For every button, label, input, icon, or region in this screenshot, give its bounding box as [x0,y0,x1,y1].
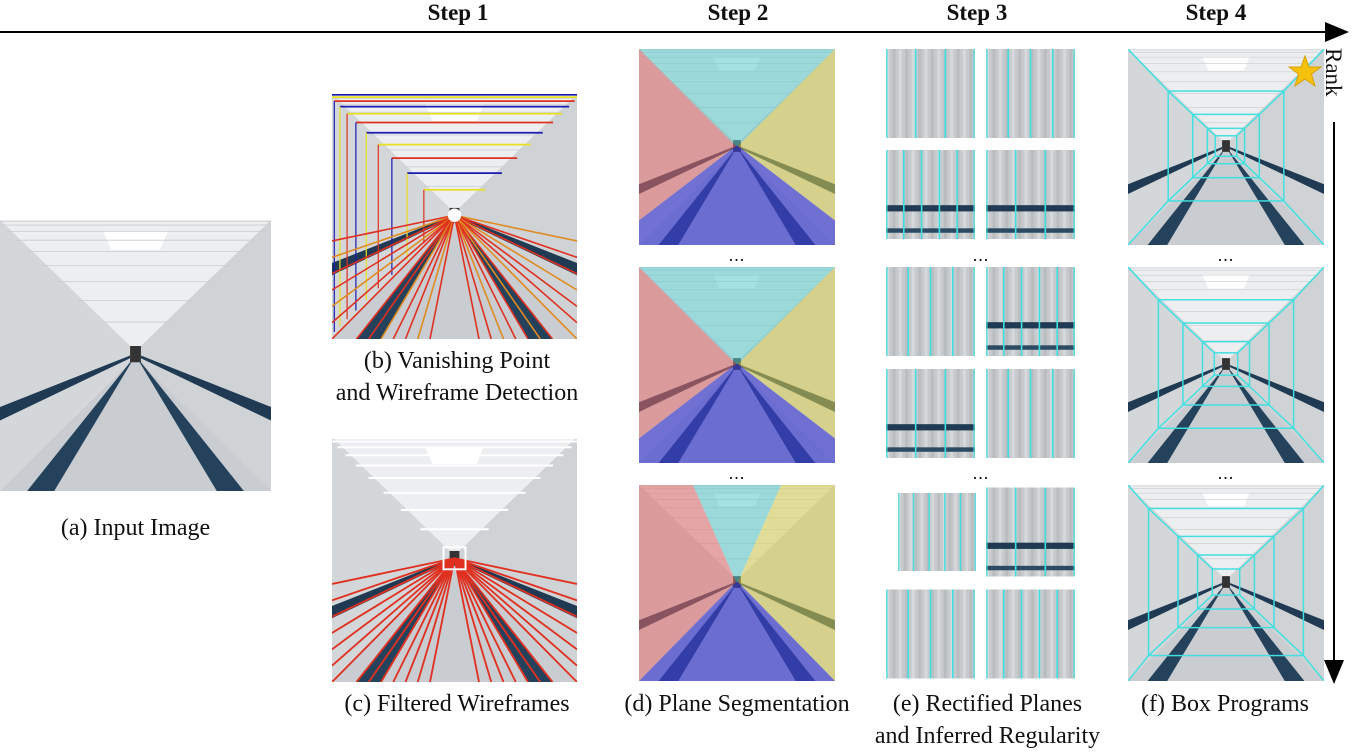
star-icon [1288,55,1322,87]
step-4-label: Step 4 [1185,0,1247,25]
plane-segmentation-image-3 [639,485,835,681]
rectified-plane-12 [986,589,1075,679]
rectified-plane-1 [886,49,975,138]
filtered-wireframes-image [332,437,577,682]
plane-segmentation-image-1 [639,49,835,245]
caption-e-line2: and Inferred Regularity [874,723,1101,749]
step-3-label: Step 3 [946,0,1008,25]
rectified-plane-10 [986,487,1075,577]
caption-b-line2: and Wireframe Detection [335,380,579,406]
rectified-plane-4 [986,150,1075,239]
caption-d: (d) Plane Segmentation [624,691,850,717]
rectified-plane-9 [898,493,976,571]
rectified-plane-11 [886,589,975,679]
plane-segmentation-image-2 [639,267,835,463]
rectified-plane-8 [986,369,1075,458]
caption-e-line1: (e) Rectified Planes [892,691,1083,717]
wireframe-detection-image [332,94,577,339]
ellipsis-d-1: ... [728,245,746,265]
box-program-image-3 [1128,485,1324,681]
ellipsis-f-2: ... [1217,463,1235,483]
rectified-plane-3 [886,150,975,239]
input-image [0,220,271,491]
step-1-label: Step 1 [427,0,489,25]
caption-b-line1: (b) Vanishing Point [363,348,551,374]
rectified-plane-5 [886,267,975,356]
ellipsis-f-1: ... [1217,245,1235,265]
ellipsis-e-1: ... [972,245,990,265]
rectified-plane-6 [986,267,1075,356]
rectified-plane-7 [886,369,975,458]
caption-a: (a) Input Image [60,515,211,541]
box-program-image-1 [1128,49,1324,245]
caption-c: (c) Filtered Wireframes [344,691,570,717]
step-2-label: Step 2 [707,0,769,25]
rectified-plane-2 [986,49,1075,138]
ellipsis-d-2: ... [728,463,746,483]
ellipsis-e-2: ... [972,463,990,483]
box-program-image-2 [1128,267,1324,463]
caption-f: (f) Box Programs [1141,691,1309,717]
